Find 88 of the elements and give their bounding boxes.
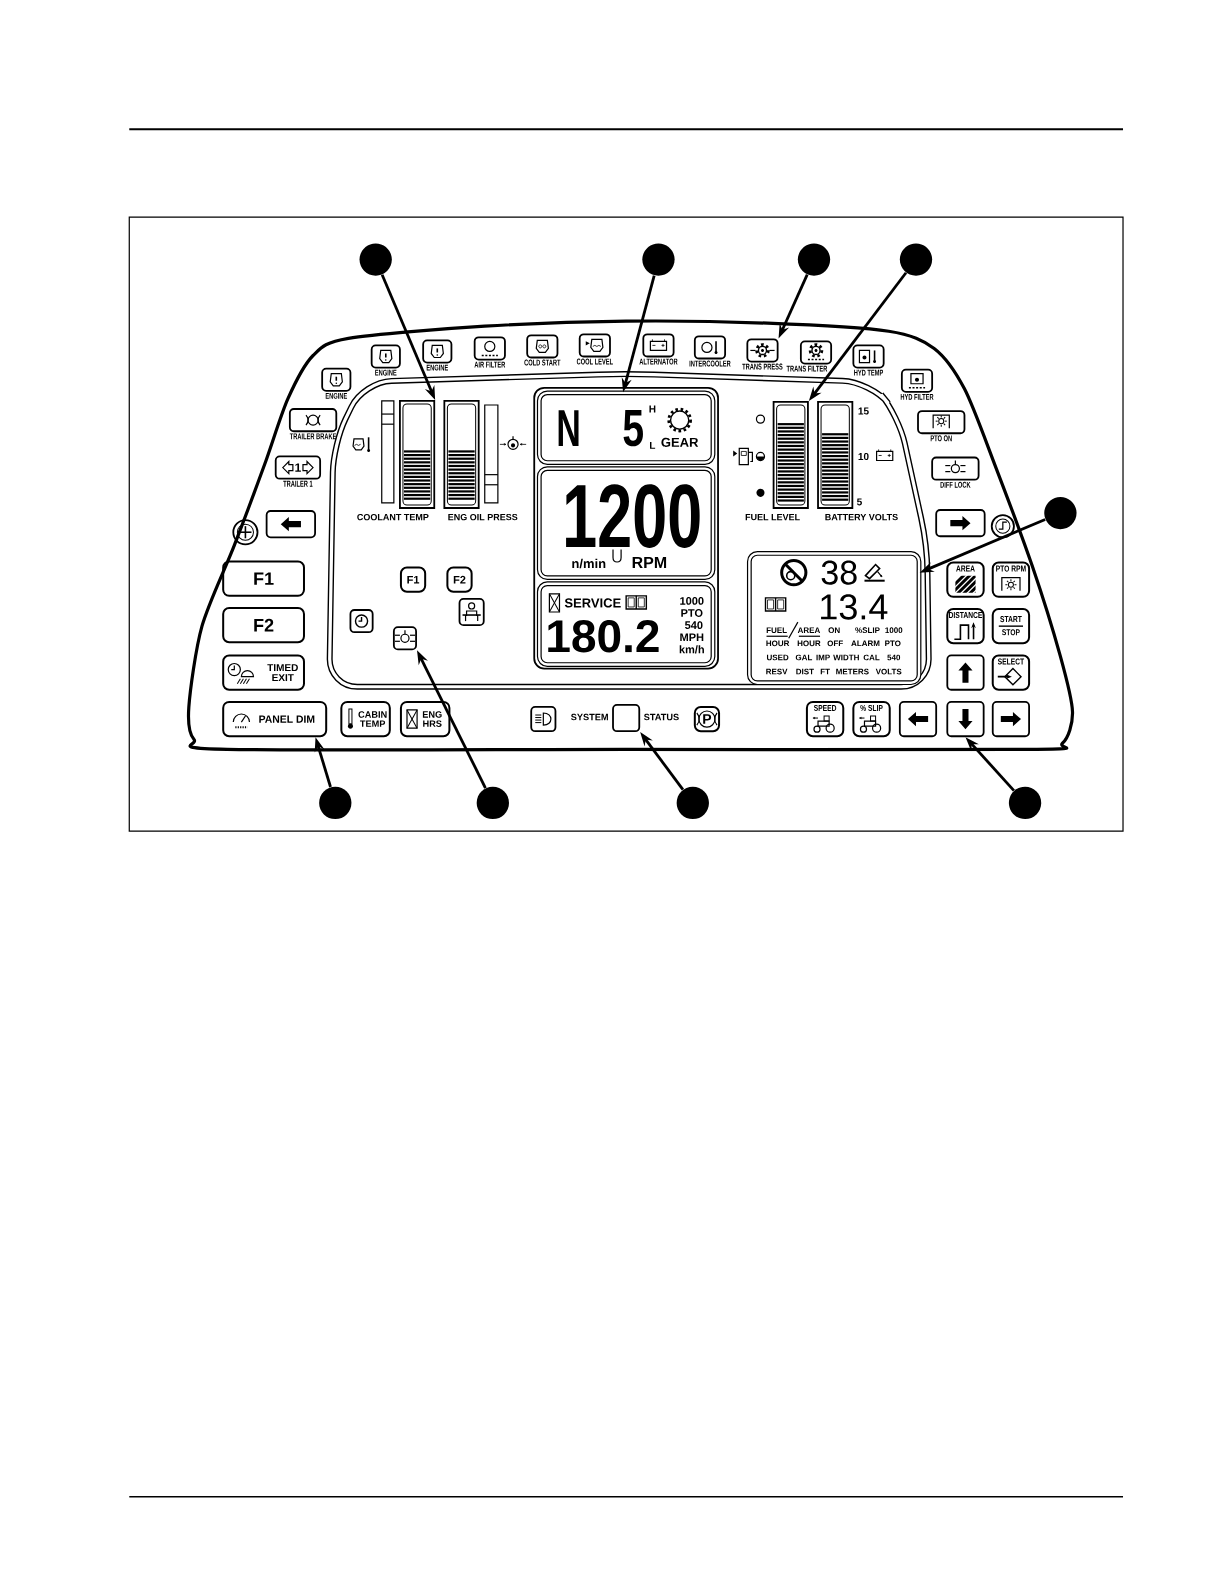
callout-dot — [319, 786, 352, 820]
scale-label: 15 — [858, 407, 869, 415]
indicator-light: TRANS PRESS — [742, 338, 783, 370]
display-text: 1000 — [680, 597, 704, 605]
display-text: AREA — [797, 627, 821, 633]
indicator-light: COLD START — [524, 334, 561, 366]
control-key: DISTANCE — [946, 608, 985, 645]
display-text: 540 — [684, 621, 703, 629]
display-text: ALARM — [851, 640, 880, 647]
indicator-light: AIR FILTER — [473, 336, 506, 368]
indicator-light: ENGINE — [422, 339, 453, 371]
display-digits: 5 — [623, 410, 643, 447]
display-text: RESV — [766, 668, 788, 675]
display-text: PTO — [681, 609, 703, 617]
display-text: ON — [828, 627, 840, 633]
indicator-light: ENGINE — [370, 344, 401, 376]
display-text: CAL — [863, 654, 880, 661]
display-text: FT — [820, 668, 830, 675]
callout-dot — [797, 243, 831, 276]
display-text: IMP — [816, 654, 830, 661]
control-key: SPEED — [805, 700, 845, 738]
control-key: PTO RPM — [991, 561, 1031, 598]
display-text: FUEL — [766, 627, 787, 633]
display-text: OFF — [827, 640, 843, 647]
display-text: DIST — [796, 668, 814, 675]
display-text: METERS — [836, 668, 869, 675]
control-key: START STOP — [991, 608, 1031, 645]
status-label: STATUS — [643, 713, 679, 721]
gauge-label: COOLANT TEMP — [357, 513, 429, 521]
display-text: HOUR — [766, 640, 790, 647]
indicator-light: TRANS FILTER — [786, 340, 833, 372]
display-text: GEAR — [661, 437, 699, 447]
indicator-light: ALTERNATOR — [639, 333, 678, 365]
display-digits: 38 — [821, 560, 857, 585]
display-text: MPH — [680, 633, 704, 642]
gauge-label: FUEL LEVEL — [745, 513, 800, 521]
callout-dot — [476, 786, 509, 820]
display-digits: 13.4 — [821, 594, 888, 620]
indicator-light: P — [693, 705, 721, 733]
gauge-label: BATTERY VOLTS — [825, 513, 898, 521]
status-label: SYSTEM — [571, 713, 608, 721]
scale-label: 5 — [856, 498, 862, 506]
display-text: 540 — [887, 654, 901, 661]
control-key: SELECT — [991, 654, 1031, 691]
function-key: F1 — [222, 560, 305, 597]
indicator-light: TRAILER BRAKE — [288, 408, 338, 440]
indicator-light: COOL LEVEL — [576, 333, 613, 365]
control-key: PANEL DIM — [222, 700, 328, 738]
display-text: RPM — [632, 557, 667, 568]
callout-dot — [899, 243, 933, 276]
control-key: % SLIP — [852, 700, 891, 738]
gauge-label: ENG OIL PRESS — [448, 513, 518, 521]
display-text: H — [649, 405, 656, 413]
control-key: TIMED EXIT — [222, 654, 305, 691]
display-text: WIDTH — [833, 654, 859, 661]
callout-dot — [359, 243, 392, 276]
control-key: ENG HRS — [399, 700, 451, 738]
display-text: PTO — [885, 640, 901, 647]
indicator-light: HYD TEMP — [852, 344, 885, 376]
display-digits: 180.2 — [548, 619, 659, 653]
control-key: AREA — [946, 561, 985, 598]
display-text: USED — [767, 654, 789, 661]
function-key: F2 — [222, 606, 305, 644]
display-text: SERVICE — [564, 598, 621, 608]
indicator-light: ENGINE — [321, 367, 352, 399]
indicator-light: DIFF LOCK — [931, 456, 980, 488]
callout-dot — [676, 786, 709, 820]
indicator-light: PTO ON — [917, 410, 966, 442]
indicator-light: INTERCOOLER — [689, 335, 731, 367]
display-text: 1000 — [885, 627, 903, 633]
display-text: n/min — [572, 558, 606, 569]
display-text: km/h — [679, 645, 704, 654]
indicator-light: TRAILER 1 1 — [274, 455, 322, 487]
display-text: GAL — [795, 654, 813, 661]
display-text: HOUR — [797, 640, 821, 647]
callout-dot — [1044, 496, 1077, 530]
control-key: CABIN TEMP — [340, 700, 391, 738]
indicator-light: HYD FILTER — [900, 368, 934, 400]
indicator-light: F1 — [399, 566, 427, 593]
indicator-light: F2 — [446, 566, 473, 593]
display-digits: 1200 — [566, 484, 700, 548]
callout-dot — [1008, 786, 1042, 820]
callout-dot — [642, 243, 675, 276]
display-digits: N — [558, 410, 579, 447]
display-text: %SLIP — [855, 627, 880, 633]
display-text: VOLTS — [875, 668, 902, 675]
display-text: L — [650, 441, 656, 449]
scale-label: 10 — [858, 452, 869, 460]
